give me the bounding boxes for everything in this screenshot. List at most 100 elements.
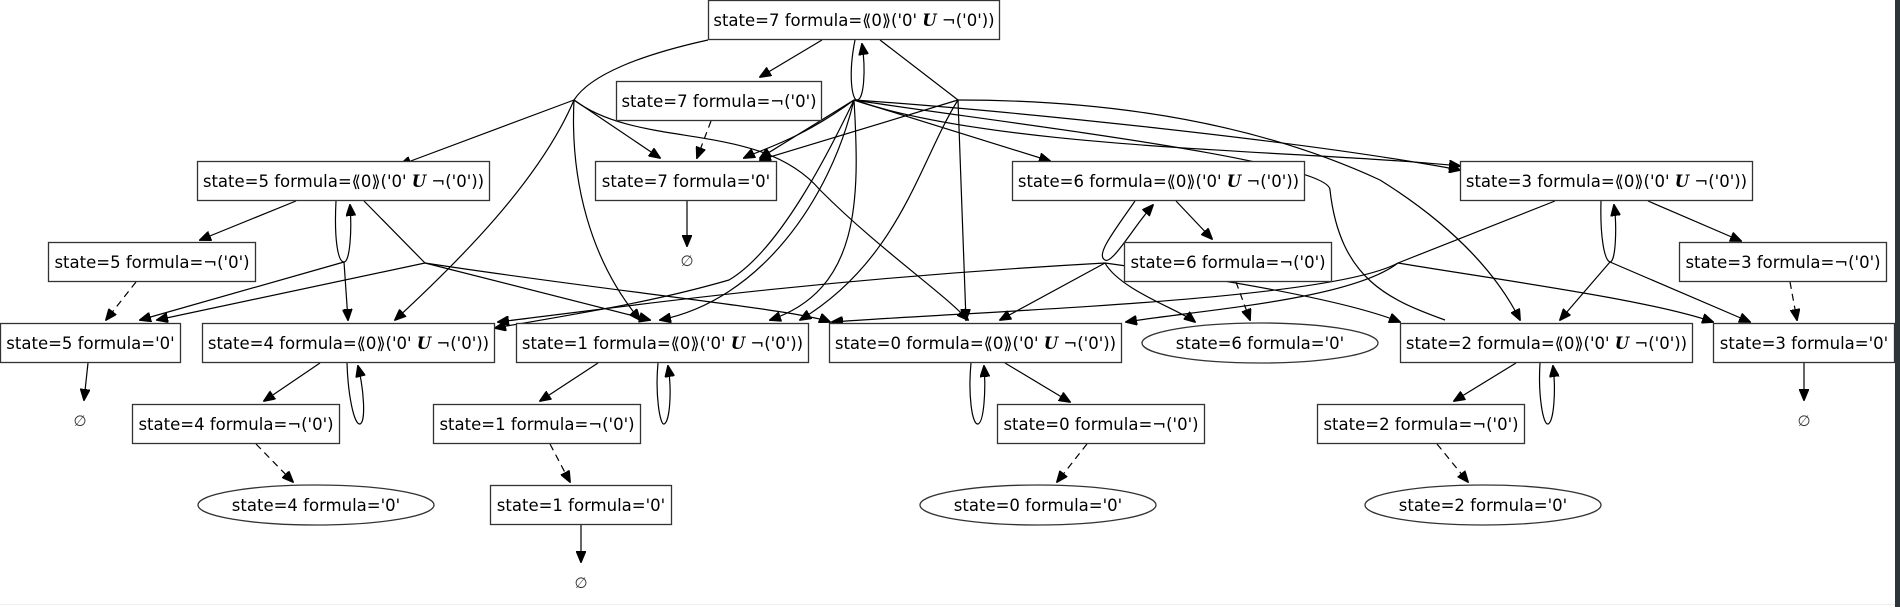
node-box [1011, 160, 1306, 202]
node-label: state=1 formula=¬('0') [439, 415, 634, 434]
node-ellipse [197, 484, 435, 526]
transition-edge [879, 39, 959, 101]
self-loop-edge [1101, 200, 1153, 261]
graph-node-s0Z: state=0 formula='0' [919, 484, 1157, 526]
empty-set-label: ∅ [574, 574, 587, 592]
node-label: state=6 formula=¬('0') [1130, 253, 1325, 272]
transition-edge [573, 39, 709, 101]
node-box [131, 403, 341, 445]
node-box [201, 322, 496, 364]
graph-edge [1647, 200, 1741, 241]
transition-edge [957, 99, 1520, 320]
node-box [1712, 322, 1896, 364]
node-ellipse [919, 484, 1157, 526]
graph-node-s7U: state=7 formula=⟪0⟫('0' U ¬('0')) [707, 0, 1001, 41]
empty-set-label: ∅ [680, 252, 693, 270]
node-label: state=0 formula='0' [954, 496, 1122, 515]
node-label: state=5 formula=¬('0') [54, 253, 249, 272]
transition-edge [957, 99, 966, 320]
node-label: state=4 formula=⟪0⟫('0' U ¬('0')) [208, 334, 489, 353]
transition-edge [853, 99, 1460, 166]
node-label: state=2 formula=¬('0') [1323, 415, 1518, 434]
node-label: state=1 formula=⟪0⟫('0' U ¬('0')) [522, 334, 803, 353]
graph-edge [1454, 362, 1517, 401]
transition-edge [853, 99, 1460, 170]
graph-node-s6Z: state=6 formula='0' [1141, 322, 1379, 364]
graph-edge [255, 443, 293, 482]
node-box [615, 80, 823, 122]
graph-node-s0N: state=0 formula=¬('0') [996, 403, 1206, 445]
graph-edge [760, 39, 823, 77]
self-loop-edge [850, 39, 864, 101]
node-label: state=4 formula=¬('0') [138, 415, 333, 434]
graph-node-s2U: state=2 formula=⟪0⟫('0' U ¬('0')) [1399, 322, 1694, 364]
node-label: state=3 formula=⟪0⟫('0' U ¬('0')) [1466, 172, 1747, 191]
graph-node-s7Z: state=7 formula='0' [594, 160, 778, 202]
graph-edge [1004, 362, 1070, 402]
node-box [1123, 241, 1333, 283]
node-ellipse [1364, 484, 1602, 526]
transition-edge [572, 99, 640, 320]
transition-edge [395, 99, 575, 320]
transition-edge [760, 99, 855, 158]
graph-node-s1N: state=1 formula=¬('0') [432, 403, 642, 445]
graph-edge [1235, 281, 1250, 320]
empty-set-label: ∅ [73, 412, 86, 430]
node-box [196, 160, 491, 202]
transition-edge [573, 99, 968, 320]
self-loop-edge [346, 362, 364, 425]
graph-edge [549, 443, 570, 482]
transition-edge [495, 99, 855, 328]
window-edge [1895, 0, 1900, 607]
node-box [594, 160, 778, 202]
graph-node-s0U: state=0 formula=⟪0⟫('0' U ¬('0')) [828, 322, 1123, 364]
self-loop-edge [1600, 200, 1616, 263]
transition-edge [1609, 261, 1750, 322]
transition-edge [832, 262, 1399, 322]
node-label: state=5 formula=⟪0⟫('0' U ¬('0')) [203, 172, 484, 191]
graph-edge [697, 120, 712, 158]
graph-edge [264, 362, 321, 401]
empty-set-node: ∅ [574, 574, 587, 592]
graph-edge [84, 362, 88, 400]
transition-edge [1397, 200, 1556, 264]
graph-node-s3N: state=3 formula=¬('0') [1678, 241, 1888, 283]
transition-edge [424, 262, 650, 320]
graph-node-s4N: state=4 formula=¬('0') [131, 403, 341, 445]
node-box [1316, 403, 1526, 445]
node-box [432, 403, 642, 445]
graph-node-s5U: state=5 formula=⟪0⟫('0' U ¬('0')) [196, 160, 491, 202]
node-label: state=6 formula=⟪0⟫('0' U ¬('0')) [1018, 172, 1299, 191]
transition-edge [1104, 262, 1195, 322]
node-label: state=5 formula='0' [6, 334, 174, 353]
transition-edge [660, 99, 855, 320]
node-label: state=2 formula=⟪0⟫('0' U ¬('0')) [1406, 334, 1687, 353]
transition-edge [157, 262, 426, 320]
node-label: state=3 formula=¬('0') [1685, 253, 1880, 272]
graph-node-s1Z: state=1 formula='0' [489, 484, 673, 526]
transition-edge [744, 99, 855, 158]
node-label: state=7 formula=⟪0⟫('0' U ¬('0')) [713, 11, 994, 30]
node-box [828, 322, 1123, 364]
node-label: state=3 formula='0' [1720, 334, 1888, 353]
graph-node-s5Z: state=5 formula='0' [0, 322, 182, 364]
node-label: state=2 formula='0' [1399, 496, 1567, 515]
transition-edge [1397, 262, 1713, 322]
node-label: state=6 formula='0' [1176, 334, 1344, 353]
self-loop-edge [969, 362, 985, 425]
nodes-layer: state=7 formula=⟪0⟫('0' U ¬('0')) state=7… [0, 0, 1896, 592]
graph-node-s1U: state=1 formula=⟪0⟫('0' U ¬('0')) [515, 322, 810, 364]
transition-edge [344, 261, 348, 320]
bottom-divider [0, 604, 1895, 605]
empty-set-node: ∅ [73, 412, 86, 430]
node-ellipse [1141, 322, 1379, 364]
self-loop-edge [1538, 362, 1555, 425]
empty-set-node: ∅ [680, 252, 693, 270]
transition-edge [140, 261, 345, 320]
graph-edge [540, 362, 599, 401]
node-label: state=7 formula='0' [602, 172, 770, 191]
graph-node-s4Z: state=4 formula='0' [197, 484, 435, 526]
graph-edge [1175, 200, 1212, 239]
